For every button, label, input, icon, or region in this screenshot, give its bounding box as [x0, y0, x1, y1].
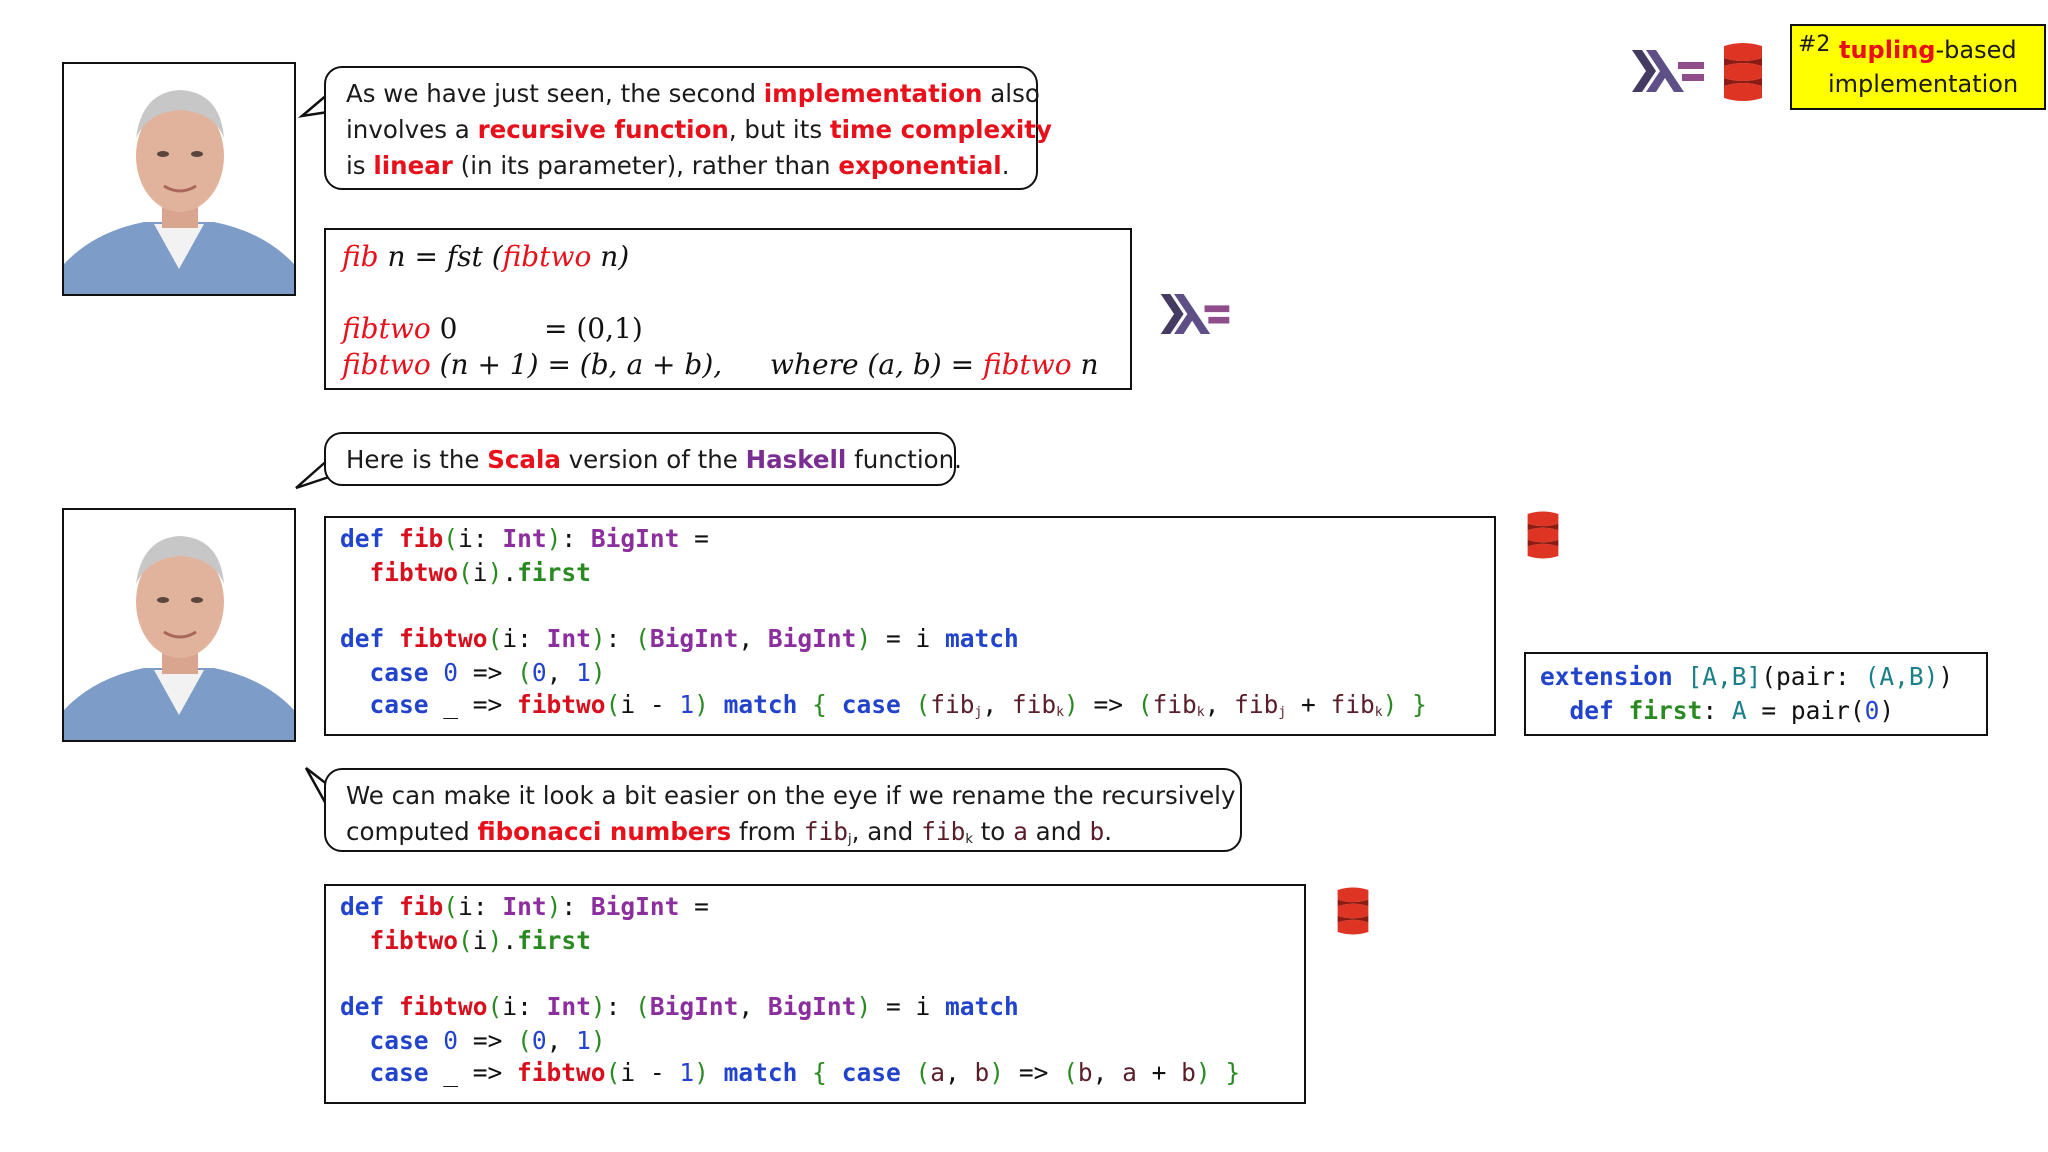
bubble1-line2: involves a recursive function, but its t… [346, 115, 1052, 144]
code-line: fibtwo(i).first [369, 926, 591, 955]
extension-method-box: extension [A,B](pair: (A,B)) def first: … [1524, 652, 1988, 736]
haskell-line-where: where (a, b) = fibtwo n [770, 348, 1099, 381]
code-line: case 0 => (0, 1) [369, 658, 606, 687]
badge-line2: implementation [1828, 70, 2019, 98]
badge-number: #2 [1798, 32, 1831, 57]
bubble3-line1: We can make it look a bit easier on the … [346, 781, 1236, 810]
badge-highlight: tupling [1839, 36, 1936, 64]
haskell-line-base: fibtwo 0 [342, 312, 458, 345]
bubble3-line2: computed fibonacci numbers from fibj, an… [346, 817, 1113, 847]
scala-logo-icon [1724, 43, 1762, 101]
haskell-line-base-value: = (0,1) [544, 312, 643, 345]
badge-rest: -based [1935, 36, 2017, 64]
haskell-line-step: fibtwo (n + 1) = (b, a + b), [342, 348, 723, 381]
presenter-photo [64, 64, 294, 294]
haskell-logo-icon [1632, 50, 1704, 92]
code-line: def fib(i: Int): BigInt = [340, 524, 709, 553]
bubble-tail [297, 93, 329, 118]
code-line: extension [A,B](pair: (A,B)) [1540, 662, 1954, 691]
code-line: fibtwo(i).first [369, 558, 591, 587]
code-line: def fibtwo(i: Int): (BigInt, BigInt) = i… [340, 992, 1019, 1021]
haskell-line-fib: fib n = fst (fibtwo n) [342, 240, 630, 273]
bubble1-line3: is linear (in its parameter), rather tha… [346, 151, 1010, 180]
bubble1-line1: As we have just seen, the second impleme… [346, 79, 1040, 108]
avatar [62, 508, 296, 742]
presenter-photo [64, 510, 294, 740]
topic-badge: #2 tupling-based implementation [1790, 24, 2046, 110]
bubble-tail [295, 457, 333, 490]
speech-bubble-scala-version: Here is the Scala version of the Haskell… [324, 432, 962, 486]
speech-bubble-rename: We can make it look a bit easier on the … [324, 768, 1242, 852]
haskell-definition-box: fib n = fst (fibtwo n) fibtwo 0 = (0,1) … [324, 228, 1132, 390]
code-line: case _ => fibtwo(i - 1) match { case (a,… [369, 1058, 1241, 1087]
haskell-logo-icon [1160, 294, 1230, 334]
code-line: def fibtwo(i: Int): (BigInt, BigInt) = i… [340, 624, 1019, 653]
code-line: case _ => fibtwo(i - 1) match { case (fi… [369, 690, 1427, 720]
scala-code-box-2: def fib(i: Int): BigInt = fibtwo(i).firs… [324, 884, 1306, 1104]
badge-title: tupling-based [1839, 36, 2017, 64]
speech-bubble-complexity: As we have just seen, the second impleme… [324, 66, 1052, 190]
scala-code-box-1: def fib(i: Int): BigInt = fibtwo(i).firs… [324, 516, 1496, 736]
avatar [62, 62, 296, 296]
code-line: case 0 => (0, 1) [369, 1026, 606, 1055]
code-line: def first: A = pair(0) [1569, 696, 1895, 725]
scala-logo-icon [1527, 511, 1559, 559]
scala-logo-icon [1337, 887, 1369, 935]
code-line: def fib(i: Int): BigInt = [340, 892, 709, 921]
